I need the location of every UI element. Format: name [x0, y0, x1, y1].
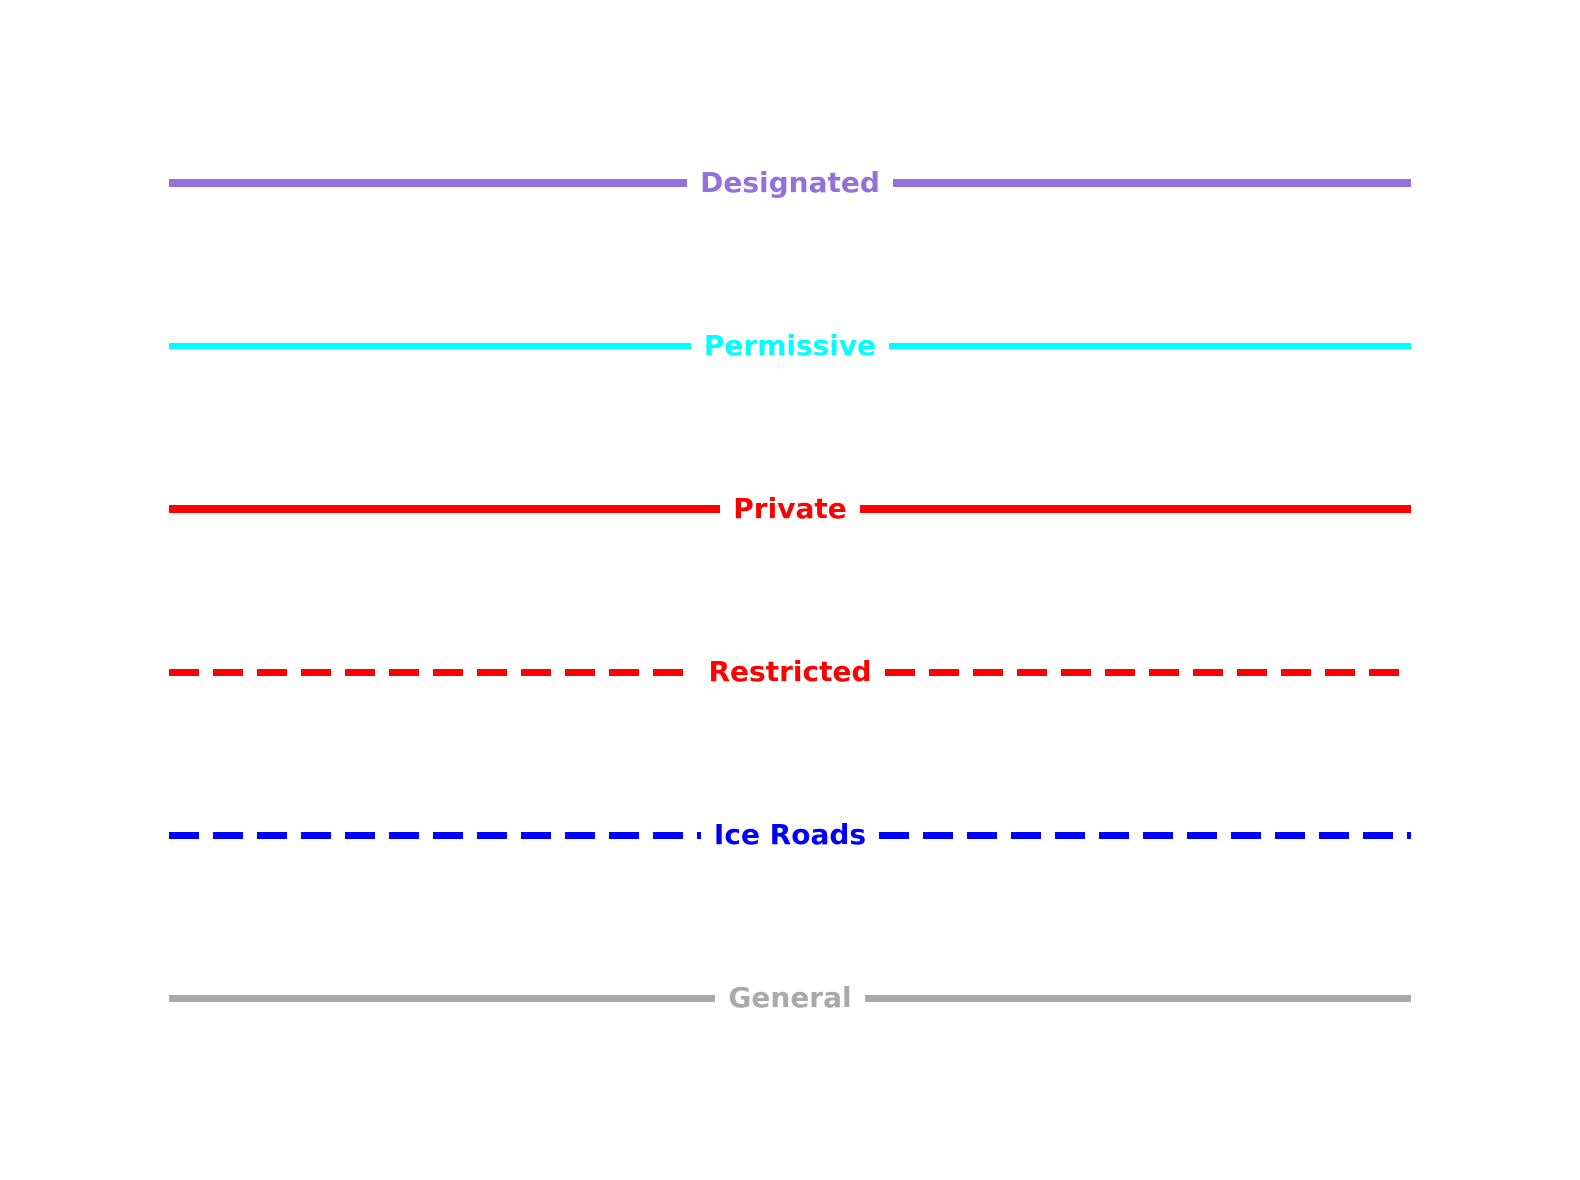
permissive-label: Permissive — [703, 329, 877, 362]
general-line-left — [169, 994, 716, 1002]
private-line-right — [859, 505, 1412, 513]
ice-roads-line-left — [169, 831, 701, 839]
general-line-right — [864, 994, 1412, 1002]
restricted-line-left — [169, 668, 696, 676]
general-label: General — [728, 981, 852, 1014]
designated-label: Designated — [700, 166, 880, 199]
legend-row-designated: Designated — [169, 163, 1412, 203]
permissive-line-right — [889, 343, 1412, 349]
ice-roads-label: Ice Roads — [713, 818, 867, 851]
permissive-line-left — [169, 343, 691, 349]
private-label: Private — [733, 492, 847, 525]
legend-row-private: Private — [169, 489, 1412, 529]
ice-roads-line-right — [879, 831, 1411, 839]
restricted-line-right — [884, 668, 1411, 676]
legend-row-permissive: Permissive — [169, 326, 1412, 366]
legend-row-ice-roads: Ice Roads — [169, 815, 1411, 855]
legend-row-restricted: Restricted — [169, 652, 1411, 692]
restricted-label: Restricted — [708, 655, 872, 688]
private-line-left — [169, 505, 721, 513]
legend-row-general: General — [169, 978, 1412, 1018]
designated-line-left — [169, 179, 688, 187]
designated-line-right — [892, 179, 1412, 187]
